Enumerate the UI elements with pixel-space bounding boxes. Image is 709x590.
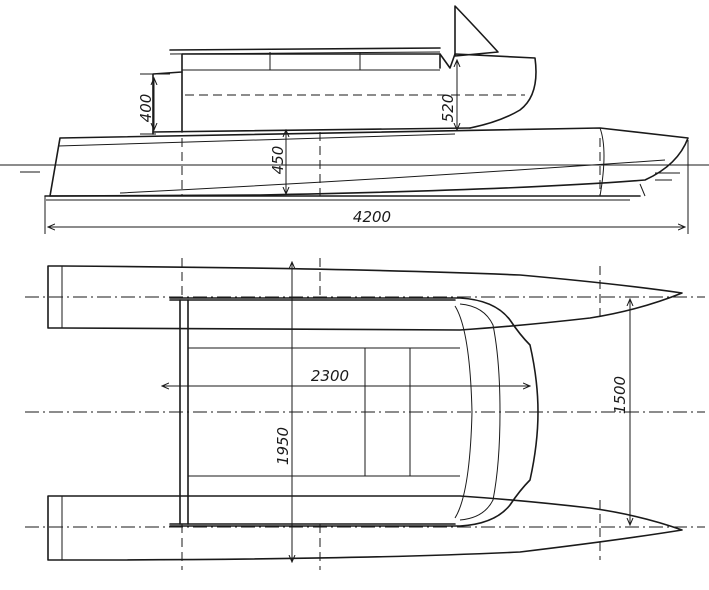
dim-cabin-height-aft: 520: [439, 94, 457, 123]
hull-profile: [49, 127, 689, 197]
cabin-plan: [169, 297, 539, 527]
hull-right-plan: [47, 495, 683, 561]
windshield-hatched: [454, 5, 499, 57]
seat-block: [364, 347, 411, 477]
side-view: 400 520 450 4200: [0, 5, 709, 234]
plan-view: 2300 1950 1500: [25, 258, 705, 570]
dim-overall-beam: 1950: [274, 427, 292, 465]
dim-cabin-height: 400: [137, 94, 155, 123]
dim-hull-spacing: 1500: [611, 376, 629, 414]
dim-cabin-length: 2300: [311, 367, 349, 385]
cabin-profile: [152, 53, 537, 135]
dim-overall-length: 4200: [353, 208, 391, 226]
dim-hull-height: 450: [269, 146, 287, 175]
